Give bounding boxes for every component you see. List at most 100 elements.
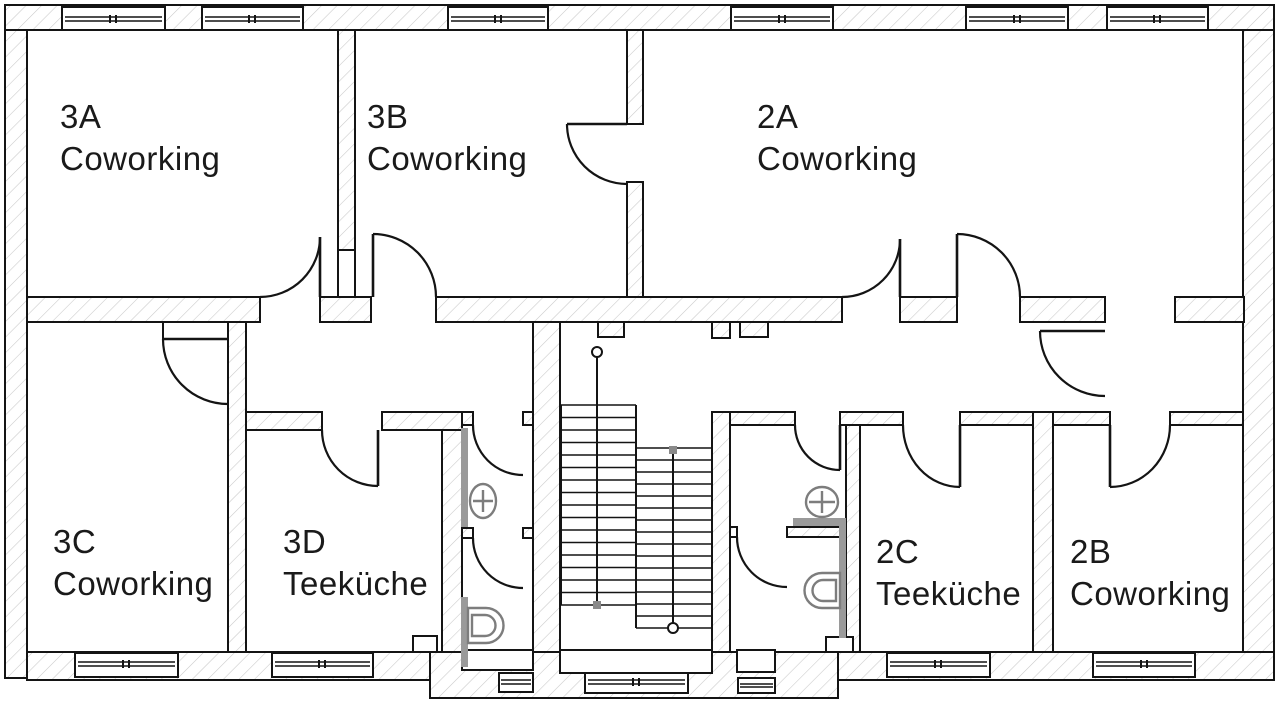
wc-left-wall-mid-1	[461, 527, 474, 539]
door-2a-right	[955, 232, 1022, 298]
wc-right-wall-top-2	[839, 411, 904, 426]
stair-treads-left	[561, 404, 636, 606]
outer-wall-right	[1242, 29, 1275, 679]
stair-stringer	[560, 405, 637, 628]
room-name: Teeküche	[283, 565, 428, 602]
outer-wall-left	[4, 29, 28, 679]
door-2c	[901, 424, 962, 489]
wall-2b-top-1	[1052, 411, 1111, 426]
plumbing-wall-right	[839, 526, 846, 638]
room-name: Coworking	[757, 140, 917, 177]
wc-left-wall-mid-2	[522, 527, 534, 539]
door-wc-left-lower	[471, 537, 524, 590]
door-3b-2a	[565, 122, 628, 186]
room-code: 3A	[60, 98, 101, 135]
stair-head-stub-left	[597, 321, 625, 338]
room-label-2b: 2B Coworking	[1070, 533, 1230, 612]
door-2a-left	[841, 238, 902, 299]
corridor-wall-top-pier-left	[319, 296, 372, 323]
door-wc-right-lower	[735, 536, 788, 589]
door-corridor-right	[1038, 329, 1106, 398]
window	[201, 6, 304, 31]
vent-box-2c	[825, 636, 854, 653]
room-name: Coworking	[60, 140, 220, 177]
room-label-2c: 2C Teeküche	[876, 533, 1021, 612]
outer-wall-top	[4, 4, 1275, 31]
wall-2c-2b	[1032, 411, 1054, 653]
wc-left-wall-top-1	[461, 411, 474, 426]
corridor-wall-top-pier-right	[899, 296, 958, 323]
corridor-wall-top-3	[1019, 296, 1106, 323]
window	[584, 672, 689, 694]
doors	[161, 122, 1172, 590]
wall-3a-3b-doorzone	[337, 249, 356, 298]
window	[74, 652, 179, 678]
windows-top	[61, 6, 1209, 31]
sink-icon	[468, 482, 498, 520]
toilet-icon	[803, 571, 842, 610]
window	[498, 672, 534, 693]
door-wc-right-upper	[793, 424, 842, 472]
stair-marker-ring-top	[591, 346, 603, 358]
corridor-wall-top-4	[1174, 296, 1245, 323]
room-code: 3C	[53, 523, 96, 560]
window	[965, 6, 1069, 31]
door-3c-jambs	[162, 322, 229, 339]
wall-3b-2a-upper	[626, 29, 644, 125]
stair-head-stub-right	[739, 321, 769, 338]
bay-areas	[412, 635, 854, 674]
corridor-wall-bottom-2	[381, 411, 463, 431]
wall-2c-top	[959, 411, 1034, 426]
wall-3d-right	[441, 429, 463, 653]
wall-3b-2a-lower	[626, 181, 644, 298]
plumbing-wall-left-lower	[461, 597, 468, 667]
staircase	[560, 346, 712, 634]
window	[271, 652, 374, 678]
window	[886, 652, 991, 678]
room-label-2a: 2A Coworking	[757, 98, 917, 177]
wall-2b-top-2	[1169, 411, 1244, 426]
wc-left-niche	[461, 649, 534, 671]
plumbing-wall-left-upper	[461, 428, 468, 527]
window	[730, 6, 834, 31]
wall-3a-3b	[337, 29, 356, 251]
wc-right-wall-mid-1	[729, 526, 738, 538]
room-name: Coworking	[1070, 575, 1230, 612]
room-label-3c: 3C Coworking	[53, 523, 213, 602]
room-label-3a: 3A Coworking	[60, 98, 220, 177]
sink-icon	[804, 485, 840, 519]
room-code: 2C	[876, 533, 919, 570]
wc-left-wall-top-2	[522, 411, 534, 426]
stairwell-wall-right	[711, 411, 731, 653]
room-label-3b: 3B Coworking	[367, 98, 527, 177]
window	[447, 6, 549, 31]
room-name: Coworking	[367, 140, 527, 177]
stair-marker-square-right	[669, 446, 677, 454]
window	[1092, 652, 1196, 678]
corridor-wall-bottom-1	[245, 411, 323, 431]
window	[737, 677, 776, 694]
stair-landing-bay	[559, 649, 713, 674]
room-code: 2B	[1070, 533, 1111, 570]
room-name: Coworking	[53, 565, 213, 602]
wc-fixtures	[461, 428, 846, 667]
corridor-wall-top-2	[435, 296, 843, 323]
window	[1106, 6, 1209, 31]
plumbing-shelf-right	[793, 518, 846, 526]
stairwell-wall-left	[532, 321, 561, 653]
wc-right-wall-top-1	[729, 411, 796, 426]
room-labels: 3A Coworking 3B Coworking 2A Coworking 3…	[53, 98, 1230, 612]
door-2b	[1108, 424, 1172, 489]
door-3c	[161, 337, 229, 406]
windows-bottom	[74, 652, 1196, 694]
door-3d	[320, 429, 380, 488]
room-label-3d: 3D Teeküche	[283, 523, 428, 602]
toilet-icon	[466, 606, 505, 645]
wall-wc-2c	[845, 424, 861, 653]
stair-marker-square-left	[593, 601, 601, 609]
vent-box-3d	[412, 635, 438, 653]
wall-3c-3d	[227, 321, 247, 653]
room-code: 3D	[283, 523, 326, 560]
stair-marker-ring-bottom	[667, 622, 679, 634]
